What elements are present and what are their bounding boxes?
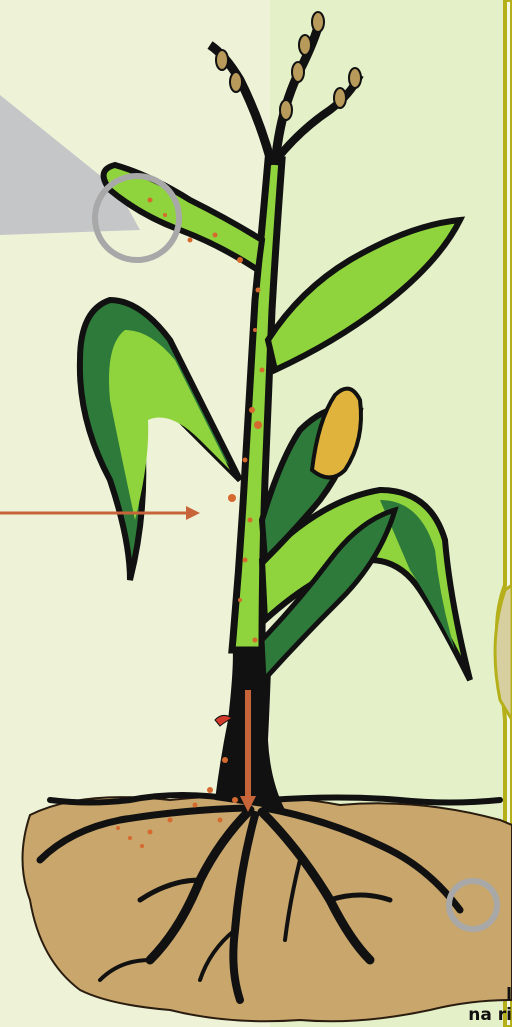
caption-line-2: na ri <box>442 1005 512 1025</box>
caption-line-1: l <box>442 985 512 1005</box>
caption-text: l na ri <box>442 985 512 1025</box>
